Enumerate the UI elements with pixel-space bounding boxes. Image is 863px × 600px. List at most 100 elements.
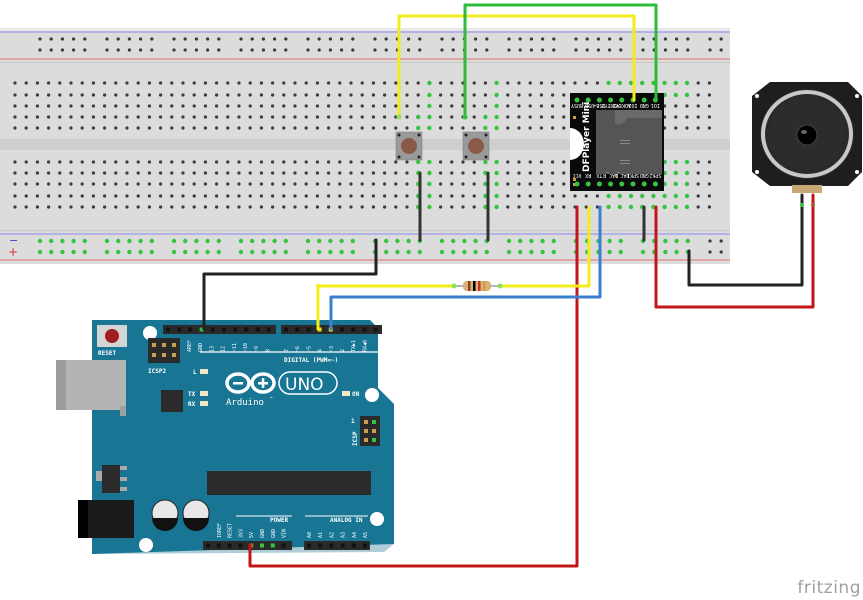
digital-pin[interactable]: [266, 327, 271, 332]
breadboard-hole: [439, 171, 443, 175]
digital-pin[interactable]: [317, 327, 322, 332]
digital-pin[interactable]: [373, 327, 378, 332]
breadboard-hole: [483, 93, 487, 97]
digital-pin[interactable]: [210, 327, 215, 332]
rail-hole: [663, 249, 668, 255]
breadboard-hole: [248, 182, 252, 186]
digital-pin[interactable]: [166, 327, 170, 332]
breadboard-hole: [494, 114, 499, 120]
breadboard-hole: [394, 182, 398, 186]
breadboard-hole: [58, 194, 62, 198]
rail-hole: [350, 238, 355, 244]
wire-button1-io2[interactable]: [397, 14, 636, 119]
wire-gnd-rail-arduino[interactable]: [202, 238, 378, 331]
digital-pin[interactable]: [255, 327, 260, 332]
rail-hole: [60, 48, 64, 52]
breadboard-hole: [304, 104, 308, 108]
power-pin[interactable]: [260, 543, 264, 548]
rail-hole: [708, 239, 712, 243]
breadboard-hole: [696, 160, 700, 164]
breadboard-hole: [483, 159, 488, 165]
breadboard-hole: [673, 204, 678, 210]
power-pin[interactable]: [216, 543, 221, 548]
breadboard-hole: [338, 194, 342, 198]
resistor[interactable]: [454, 281, 500, 291]
led-tx-label: TX: [188, 391, 196, 398]
digital-pin[interactable]: [362, 327, 367, 332]
wire-d3-tx[interactable]: [329, 205, 602, 331]
breadboard-hole: [13, 115, 17, 119]
push-button-1[interactable]: [395, 131, 423, 161]
digital-pin[interactable]: [233, 327, 238, 332]
breadboard-hole: [103, 81, 107, 85]
rail-hole: [72, 37, 76, 41]
breadboard-hole: [159, 126, 163, 130]
digital-pin[interactable]: [222, 327, 226, 332]
analog-pin[interactable]: [363, 543, 367, 548]
analog-pin[interactable]: [351, 543, 356, 548]
digital-pin[interactable]: [306, 327, 311, 332]
wire-spk1-speaker[interactable]: [687, 193, 804, 287]
wire-resistor-rx[interactable]: [498, 205, 591, 288]
digital-pin[interactable]: [340, 327, 344, 332]
breadboard-hole: [360, 205, 364, 209]
push-button-2[interactable]: [462, 131, 490, 161]
breadboard-hole: [315, 160, 319, 164]
rail-hole: [250, 249, 255, 255]
breadboard-hole: [147, 160, 151, 164]
breadboard-hole: [282, 160, 286, 164]
reset-button-cap[interactable]: [105, 329, 119, 343]
button-1-cap[interactable]: [401, 138, 417, 154]
rail-hole: [686, 48, 690, 52]
digital-pin[interactable]: [188, 327, 193, 332]
breadboard-hole: [293, 115, 297, 119]
breadboard-hole: [338, 182, 342, 186]
power-pin-label: RESET: [228, 523, 234, 538]
power-pin[interactable]: [206, 543, 210, 548]
digital-pin[interactable]: [177, 327, 182, 332]
breadboard-hole: [91, 182, 95, 186]
digital-pin[interactable]: [284, 327, 288, 332]
speaker[interactable]: [752, 82, 862, 193]
breadboard-holes: [13, 37, 723, 255]
digital-pin[interactable]: [244, 327, 249, 332]
rail-hole: [183, 48, 187, 52]
breadboard-hole: [147, 115, 151, 119]
breadboard-hole: [707, 171, 712, 175]
breadboard-hole: [450, 126, 454, 130]
breadboard-hole: [506, 81, 510, 85]
breadboard-hole: [282, 171, 286, 175]
digital-pin[interactable]: [295, 327, 300, 332]
breadboard-hole: [483, 193, 488, 199]
breadboard-hole: [69, 182, 73, 186]
power-pin[interactable]: [281, 543, 286, 548]
breadboard-hole: [517, 182, 521, 186]
breadboard-hole: [684, 204, 690, 210]
breadboard-hole: [640, 193, 645, 199]
analog-pin-label: A1: [318, 532, 324, 538]
breadboard-hole: [103, 115, 107, 119]
breadboard-hole: [114, 160, 118, 164]
breadboard-hole: [304, 194, 308, 198]
breadboard-hole: [472, 160, 476, 164]
dfplayer-top-pin-label: ADKEY1: [613, 102, 631, 108]
analog-pin[interactable]: [329, 543, 334, 548]
digital-pin[interactable]: [199, 327, 204, 332]
button-2-cap[interactable]: [468, 138, 484, 154]
analog-pin[interactable]: [318, 543, 323, 548]
rail-hole: [641, 48, 645, 52]
analog-pin[interactable]: [340, 543, 345, 548]
breadboard-hole: [327, 205, 331, 209]
breadboard-hole: [69, 115, 73, 119]
power-pin[interactable]: [270, 543, 275, 548]
wire-5v-vcc[interactable]: [248, 205, 579, 568]
breadboard-hole: [24, 115, 28, 119]
digital-pin[interactable]: [351, 327, 356, 332]
analog-pin[interactable]: [307, 543, 311, 548]
power-pin[interactable]: [238, 543, 243, 548]
wire-button2-io1[interactable]: [463, 3, 658, 119]
wire-spk2-speaker[interactable]: [654, 193, 815, 309]
power-pin[interactable]: [227, 543, 232, 548]
